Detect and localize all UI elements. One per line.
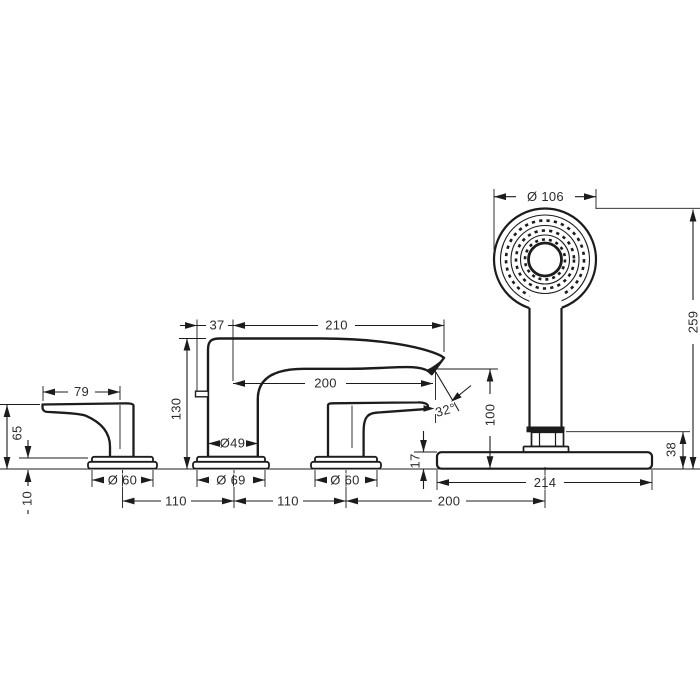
hex-nut-facets	[538, 432, 557, 447]
dim-head-dia: Ø 106	[527, 189, 564, 204]
shower-grip-seal-band	[526, 426, 565, 433]
dim-spout-offset: 37	[209, 318, 224, 333]
shower-head-ring-2	[510, 224, 580, 295]
ext-head-dia	[493, 189, 597, 250]
shower-grip-body	[529, 294, 562, 428]
dim-tip-height: 100	[483, 404, 498, 427]
ext-handle-width	[42, 386, 121, 401]
dim-handle2-base-dia: Ø 60	[330, 473, 359, 488]
angle-leader-arrow	[451, 392, 462, 402]
hand-shower	[492, 207, 598, 454]
dim-spacing-mid: 110	[277, 493, 299, 508]
dim-plate-width: 214	[534, 475, 557, 490]
spout-tip-lip	[426, 357, 444, 375]
spout-escutcheon-flange	[192, 460, 270, 470]
shower-head-ring-3	[519, 234, 571, 285]
dim-spacing-left: 110	[165, 493, 187, 508]
lever-tip-arrow	[423, 405, 435, 412]
spout-back-tab	[194, 390, 210, 398]
dimension-arrows	[3, 193, 697, 505]
ext-handle-base-dia	[91, 470, 154, 487]
dim-spacing-right: 200	[438, 493, 461, 508]
dim-holder-height: 38	[664, 442, 679, 457]
dim-handle-base-dia: Ø 60	[108, 473, 137, 488]
dim-handle-width: 79	[74, 384, 89, 399]
left-handle-escutcheon-flange	[87, 460, 158, 470]
shower-head-nozzle-ring-3	[523, 238, 567, 281]
ext-handle2-base-dia	[314, 470, 378, 487]
holder-hex-nut	[530, 431, 565, 448]
dimension-labels: Ø 106 259 38 214 17 100 32° 37 210 200 1…	[10, 189, 700, 508]
shower-head-center-ring	[527, 241, 563, 278]
right-handle-escutcheon-flange	[310, 460, 382, 470]
dim-spout-base-dia: Ø 69	[216, 473, 245, 488]
dim-spout-reach: 200	[314, 376, 337, 391]
dim-overall-height: 259	[686, 311, 700, 334]
dim-escutcheon-height: 10	[20, 491, 35, 506]
shower-head-nozzle-ring-2	[514, 229, 576, 290]
angle-face-line	[435, 371, 460, 412]
dim-spout-height: 130	[169, 398, 184, 421]
dim-plate-thickness: 17	[408, 453, 423, 468]
label-backgrounds	[20, 189, 700, 510]
mounting-plate	[435, 451, 654, 470]
dim-handle-height: 65	[10, 425, 25, 440]
dim-spout-reach-top: 210	[325, 318, 348, 333]
dim-spout-dia: Ø49	[220, 435, 245, 450]
ext-center-lines	[122, 467, 546, 508]
right-handle-lever	[326, 401, 430, 459]
ext-plate-width	[436, 470, 653, 490]
ext-spout-base-dia	[196, 470, 266, 487]
center-ticks	[122, 474, 546, 489]
spout	[206, 337, 446, 459]
left-handle-lever	[41, 402, 135, 459]
product-views	[0, 207, 700, 470]
ext-spout-reach	[196, 319, 445, 391]
dim-spout-angle: 32°	[434, 400, 458, 420]
